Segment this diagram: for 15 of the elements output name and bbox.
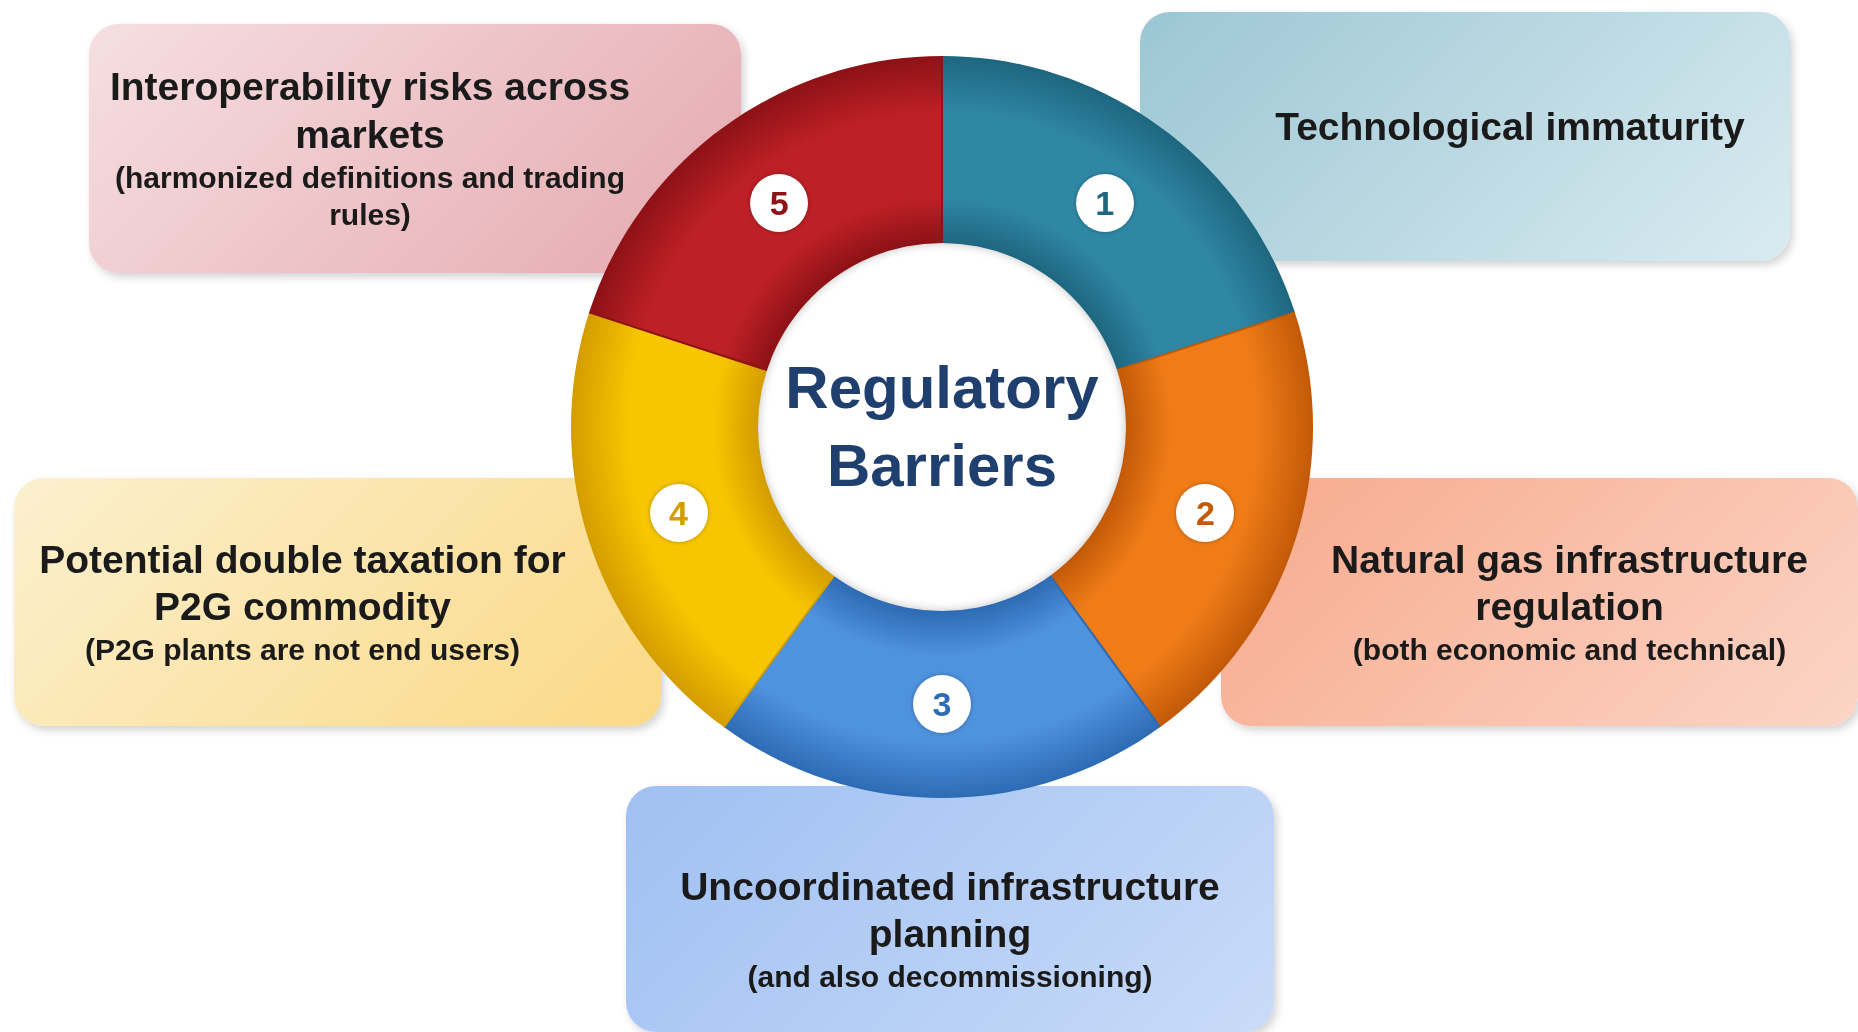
- card-heading: Uncoordinated infrastructure planning: [679, 863, 1221, 958]
- hub-title: Regulatory Barriers: [784, 353, 1100, 501]
- card-note: (both economic and technical): [1352, 631, 1787, 668]
- card-note: (and also decommissioning): [747, 958, 1153, 995]
- card-heading: Interoperability risks across markets: [108, 64, 632, 158]
- barrier-card: [1221, 478, 1858, 726]
- card-heading: Natural gas infrastructure regulation: [1330, 536, 1809, 631]
- barrier-card: [14, 478, 661, 726]
- card-note: (P2G plants are not end users): [84, 631, 521, 668]
- barrier-card: [89, 24, 741, 273]
- card-heading: Technological immaturity: [1275, 103, 1745, 150]
- card-note: (harmonized definitions and trading rules): [114, 159, 626, 234]
- barrier-card: [626, 786, 1274, 1032]
- card-heading: Potential double taxation for P2G commodity: [38, 536, 567, 631]
- barrier-card: [1140, 12, 1790, 261]
